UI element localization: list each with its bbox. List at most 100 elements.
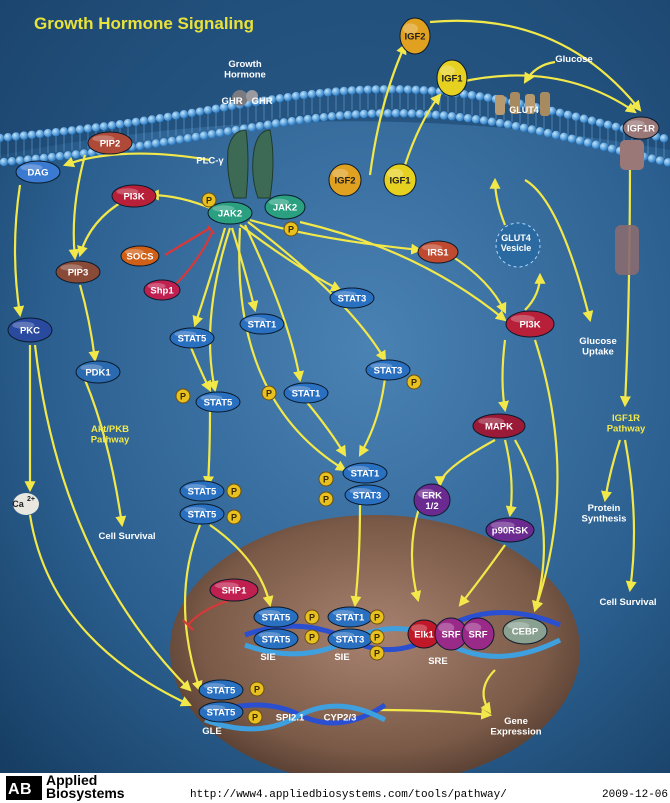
label-sie2: SIE: [334, 652, 349, 663]
node-stat1-b: STAT1: [283, 382, 329, 404]
phospho-label: P: [374, 649, 380, 659]
node-label-p90rsk: p90RSK: [492, 526, 529, 537]
node-label-srf2: SRF: [469, 630, 488, 641]
arrow-ca-gle: [28, 514, 192, 707]
node-label-stat1-n: STAT1: [336, 613, 365, 624]
node-label-dag: DAG: [27, 168, 48, 179]
phospho-label: P: [309, 613, 315, 623]
phospho-marker: P: [226, 483, 242, 499]
node-stat5-a: STAT5: [169, 327, 215, 349]
phospho-marker: P: [369, 629, 385, 645]
phospho-marker: P: [261, 385, 277, 401]
svg-text:B: B: [20, 781, 32, 798]
phospho-label: P: [266, 389, 272, 399]
phospho-label: P: [206, 196, 212, 206]
arrow-jak2-stat5: [192, 227, 227, 328]
arrow-gene-expression: [379, 708, 493, 720]
node-label-stat5-n1: STAT5: [262, 613, 291, 624]
node-igf2-in: IGF2: [328, 163, 362, 197]
phospho-marker: P: [369, 609, 385, 625]
node-cyp23: CYP2/3: [324, 713, 357, 724]
label-sre: SRE: [428, 656, 448, 667]
node-jak2-a: JAK2: [207, 201, 253, 225]
arrow-mapk-erk: [434, 439, 496, 488]
node-label-stat5-b: STAT5: [204, 398, 233, 409]
glut4-transporter: [495, 92, 550, 116]
node-stat5-n1: STAT5: [253, 606, 299, 628]
phospho-label: P: [374, 613, 380, 623]
phospho-label: P: [323, 495, 329, 505]
node-label-stat1-a: STAT1: [248, 320, 277, 331]
source-url[interactable]: http://www4.appliedbiosystems.com/tools/…: [190, 789, 507, 801]
node-socs: SOCS: [120, 245, 160, 267]
phospho-label: P: [252, 713, 258, 723]
label-glut4: GLUT4: [509, 105, 539, 115]
arrow-stat5-sie: [209, 524, 274, 608]
node-pi3k-right: PI3K: [505, 310, 555, 338]
arrow-plc-dag: [62, 152, 211, 168]
node-jak2-b: JAK2: [264, 194, 306, 220]
node-label-igf1-out: IGF1: [441, 74, 463, 85]
phospho-marker: P: [201, 192, 217, 208]
brand-line-2: Biosystems: [46, 785, 125, 801]
node-shp1: Shp1: [143, 279, 181, 301]
dna-strand-1: [244, 610, 561, 653]
label-ca-sup: 2+: [27, 496, 35, 503]
node-label-stat5-c: STAT5: [188, 487, 217, 498]
node-stat5-n2: STAT5: [253, 628, 299, 650]
arrow-stat5-gle: [183, 524, 203, 693]
arrow-jak2-stat3: [239, 224, 342, 291]
node-label-plc: PLC-γ: [196, 156, 224, 167]
arrow-stat13-sie: [350, 504, 362, 608]
phospho-marker: P: [283, 221, 299, 237]
arrow-glucose: [523, 60, 556, 84]
node-pdk1: PDK1: [75, 360, 121, 384]
arrow-stat1-dimer: [304, 399, 347, 457]
node-spi21: SPI2.1: [276, 713, 305, 724]
arrow-pip3-pdk1: [78, 284, 100, 363]
dna-strand-4: [204, 703, 387, 732]
arrow-stat3-dimer: [358, 377, 387, 457]
date-stamp: 2009-12-06: [602, 789, 669, 801]
arrow-pkc-gle: [33, 344, 192, 692]
node-label-igf1-in: IGF1: [389, 176, 411, 187]
node-igf1-in: IGF1: [383, 163, 417, 197]
node-stat1-a: STAT1: [239, 313, 285, 335]
node-label-stat5-d: STAT5: [188, 510, 217, 521]
phospho-label: P: [254, 685, 260, 695]
label-ghr2: GHR: [251, 96, 272, 107]
node-igf1r: IGF1R: [622, 116, 660, 140]
node-label-stat3-c: STAT3: [353, 491, 382, 502]
arrow-pi3k-mapk: [498, 339, 509, 413]
arrow-pip2-pip3: [68, 154, 87, 261]
phospho-marker: P: [249, 681, 265, 697]
arrow-stat5-p: [188, 344, 211, 392]
inhibit-shp1-stat5: [187, 598, 231, 626]
node-label-stat3-b: STAT3: [374, 366, 403, 377]
arrow-jak2-pi3k-right: [299, 220, 507, 322]
node-label-pi3k-right: PI3K: [519, 320, 540, 331]
node-label-pdk1: PDK1: [85, 368, 111, 379]
node-stat5-c: STAT5: [179, 480, 225, 502]
node-label-jak2-b: JAK2: [273, 203, 297, 214]
label-cell-survival-2: Cell Survival: [599, 597, 656, 608]
node-label-socs: SOCS: [127, 252, 154, 263]
node-srf1: SRF: [434, 617, 468, 651]
node-stat5-b: STAT5: [195, 391, 241, 413]
node-label-stat5-a: STAT5: [178, 334, 207, 345]
node-label-igf2-out: IGF2: [404, 32, 425, 43]
diagram-canvas: Growth Hormone Signaling IGF2IGF1IGF1RPI…: [0, 0, 670, 773]
node-stat1-c: STAT1: [342, 462, 388, 484]
node-stat5-g2: STAT5: [198, 701, 244, 723]
arrow-mapk-p90rsk: [503, 439, 517, 518]
node-label-stat1-c: STAT1: [351, 469, 380, 480]
node-stat3-n: STAT3: [327, 628, 373, 650]
node-igf1-out: IGF1: [436, 59, 468, 97]
arrow-pi3k-vesicle: [524, 272, 546, 311]
